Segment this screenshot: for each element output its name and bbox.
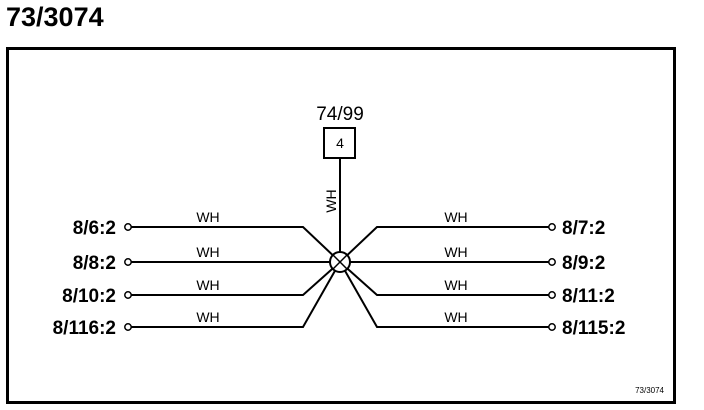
wire-color-label: WH bbox=[196, 277, 219, 293]
terminal-label: 8/116:2 bbox=[53, 318, 116, 339]
terminal-label: 8/8:2 bbox=[73, 253, 116, 274]
diagram-frame bbox=[6, 47, 676, 404]
terminal-point[interactable] bbox=[548, 323, 556, 331]
wire-color-label: WH bbox=[444, 209, 467, 225]
wire-color-label: WH bbox=[196, 209, 219, 225]
terminal-label: 8/115:2 bbox=[562, 318, 625, 339]
terminal-label: 8/9:2 bbox=[562, 253, 605, 274]
connector-wire-label: WH bbox=[323, 189, 339, 212]
wire-line bbox=[339, 261, 552, 328]
terminal-point[interactable] bbox=[548, 291, 556, 299]
wire-line bbox=[128, 261, 341, 328]
wire-line bbox=[128, 226, 341, 263]
terminal-point[interactable] bbox=[124, 323, 132, 331]
terminal-point[interactable] bbox=[548, 258, 556, 266]
terminal-label: 8/6:2 bbox=[73, 218, 116, 239]
terminal-label: 8/11:2 bbox=[562, 286, 615, 307]
wire-line bbox=[339, 261, 552, 296]
terminal-point[interactable] bbox=[124, 291, 132, 299]
wire-group: WH8/6:2WH8/8:2WH8/10:2WH8/116:2WH8/7:2WH… bbox=[53, 209, 626, 339]
connector-label: 74/99 bbox=[316, 104, 364, 125]
footer-reference: 73/3074 bbox=[635, 386, 664, 395]
wire-line bbox=[128, 261, 341, 296]
terminal-point[interactable] bbox=[124, 258, 132, 266]
connector-pin: 4 bbox=[336, 135, 344, 151]
page-title: 73/3074 bbox=[6, 2, 104, 32]
terminal-label: 8/7:2 bbox=[562, 218, 605, 239]
splice-cross-b bbox=[332, 254, 348, 270]
terminal-point[interactable] bbox=[124, 223, 132, 231]
wire-color-label: WH bbox=[444, 309, 467, 325]
terminal-point[interactable] bbox=[548, 223, 556, 231]
wire-color-label: WH bbox=[196, 309, 219, 325]
terminal-label: 8/10:2 bbox=[62, 286, 116, 307]
wire-line bbox=[339, 226, 552, 263]
wire-color-label: WH bbox=[444, 277, 467, 293]
wire-color-label: WH bbox=[444, 244, 467, 260]
wire-color-label: WH bbox=[196, 244, 219, 260]
